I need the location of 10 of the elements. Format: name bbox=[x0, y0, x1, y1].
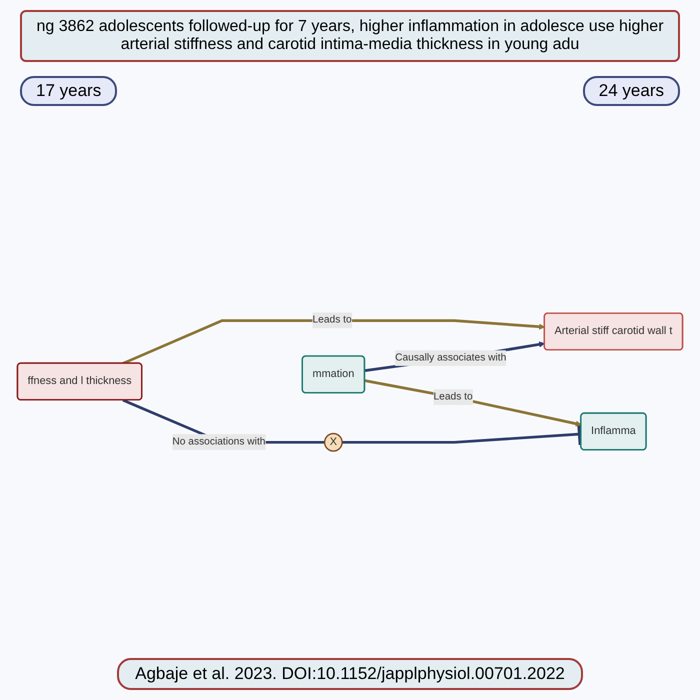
age-tag: 17 years bbox=[20, 76, 118, 106]
citation-banner: Agbaje et al. 2023. DOI:10.1152/japplphysiol.00701.2022 bbox=[117, 658, 583, 690]
concept-box: Arterial stiff carotid wall t bbox=[544, 312, 684, 351]
arrow bbox=[122, 320, 545, 365]
cross-circle: X bbox=[324, 433, 343, 452]
title-banner: ng 3862 adolescents followed-up for 7 years, higher inflammation in adolesce use higher arterial stiffness and carotid intima-media thickness in young adu bbox=[20, 10, 680, 62]
age-tag: 24 years bbox=[582, 76, 680, 106]
concept-box: Inflamma bbox=[580, 412, 647, 451]
concept-box: ffness and l thickness bbox=[16, 362, 142, 401]
concept-box: mmation bbox=[302, 356, 366, 394]
